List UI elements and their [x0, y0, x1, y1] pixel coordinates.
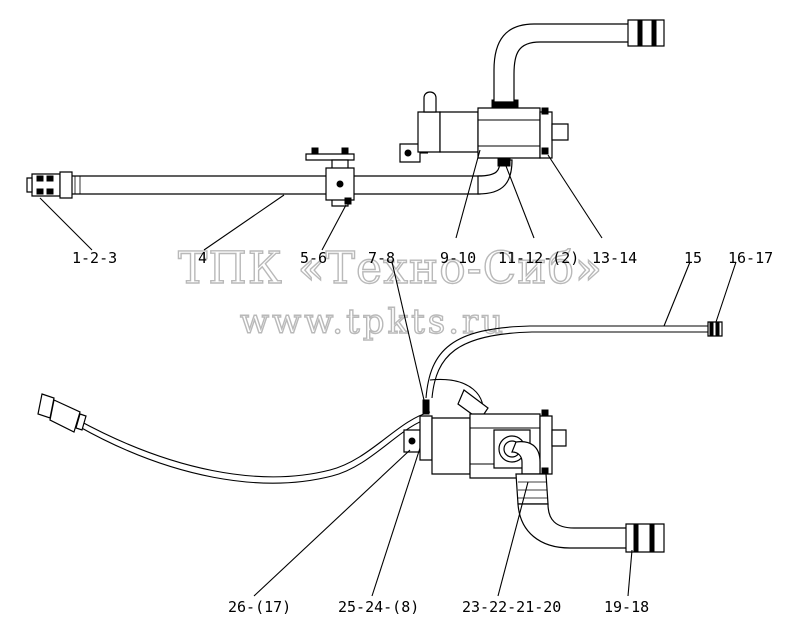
outlet-pipe — [493, 19, 665, 103]
tube-elbow — [477, 159, 513, 195]
lower-fitting — [403, 399, 433, 461]
return-hose-inner — [431, 331, 710, 399]
left-end-coupling — [26, 171, 73, 199]
callout-5-6: 5-6 — [300, 249, 327, 267]
callout-11-12: 11-12-(2) — [498, 249, 579, 267]
callout-1-2-3: 1-2-3 — [72, 249, 117, 267]
callout-7-8: 7-8 — [368, 249, 395, 267]
watermark: ТПК «Техно-Сиб» www.tpkts.ru — [177, 242, 603, 342]
side-fitting — [399, 143, 428, 163]
callout-25-24-8: 25-24-(8) — [338, 598, 419, 616]
leader-lines — [39, 149, 737, 597]
lower-pump — [431, 389, 567, 479]
lower-assembly — [37, 321, 723, 553]
callout-15: 15 — [684, 249, 702, 267]
callout-13-14: 13-14 — [592, 249, 637, 267]
watermark-url: www.tpkts.ru — [240, 302, 506, 342]
cable-end-connector — [37, 393, 87, 433]
suction-pipe — [511, 441, 665, 553]
return-hose — [425, 325, 710, 399]
hose-end-fitting — [707, 321, 723, 337]
bracket-clamp — [305, 147, 355, 207]
flex-cable — [77, 411, 431, 478]
flex-cable-inner — [77, 417, 431, 484]
watermark-company: ТПК «Техно-Сиб» — [178, 243, 603, 294]
upper-pump — [417, 91, 569, 167]
upper-assembly — [26, 19, 665, 207]
callout-23-22-21-20: 23-22-21-20 — [462, 598, 561, 616]
callout-labels: 1-2-3 4 5-6 7-8 9-10 11-12-(2) 13-14 15 … — [72, 249, 773, 616]
callout-19-18: 19-18 — [604, 598, 649, 616]
callout-4: 4 — [198, 249, 207, 267]
callout-26-17: 26-(17) — [228, 598, 291, 616]
callout-9-10: 9-10 — [440, 249, 476, 267]
callout-16-17: 16-17 — [728, 249, 773, 267]
long-tube — [69, 175, 481, 195]
